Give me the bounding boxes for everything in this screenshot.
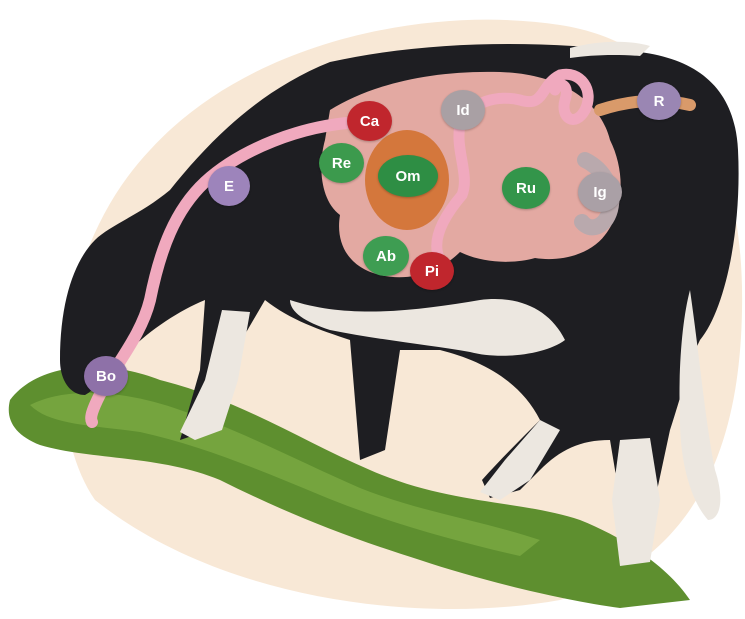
label-e-text: E (224, 178, 234, 195)
label-ca-text: Ca (360, 113, 379, 130)
label-ru-text: Ru (516, 180, 536, 197)
label-om-text: Om (395, 168, 420, 185)
label-r: R (637, 82, 681, 120)
label-ab: Ab (363, 236, 409, 276)
label-re-text: Re (332, 155, 351, 172)
label-pi: Pi (410, 252, 454, 290)
label-ru: Ru (502, 167, 550, 209)
label-re: Re (319, 143, 364, 183)
label-ig: Ig (578, 172, 622, 212)
label-om: Om (378, 155, 438, 197)
label-id: Id (441, 90, 485, 130)
label-bo-text: Bo (96, 368, 116, 385)
label-e: E (208, 166, 250, 206)
label-bo: Bo (84, 356, 128, 396)
label-id-text: Id (456, 102, 469, 119)
label-ca: Ca (347, 101, 392, 141)
label-ab-text: Ab (376, 248, 396, 265)
label-ig-text: Ig (593, 184, 606, 201)
label-r-text: R (654, 93, 665, 110)
label-pi-text: Pi (425, 263, 439, 280)
